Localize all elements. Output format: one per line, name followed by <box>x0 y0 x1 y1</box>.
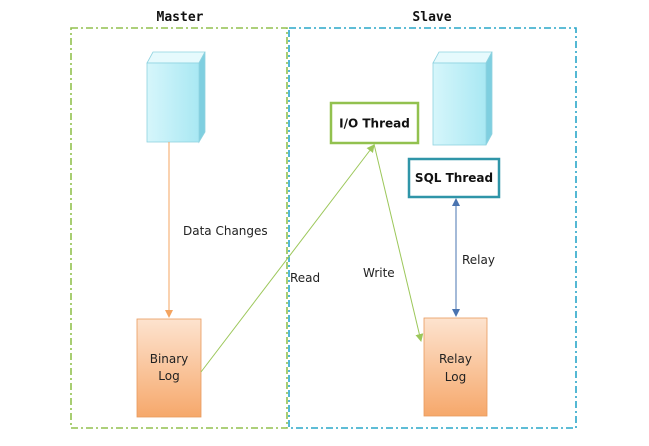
relay-label: Relay <box>462 253 495 267</box>
data-changes-label: Data Changes <box>183 224 268 238</box>
relay-log-label-line2: Log <box>445 370 466 384</box>
master-region <box>70 27 288 429</box>
relay-log-box: Relay Log <box>423 317 488 417</box>
write-arrow <box>373 143 424 342</box>
slave-title: Slave <box>412 10 451 25</box>
io-thread-box: I/O Thread <box>329 101 420 145</box>
binary-log-box: Binary Log <box>136 318 202 418</box>
read-label: Read <box>290 271 320 285</box>
write-label: Write <box>363 266 395 280</box>
binary-log-label-line1: Binary <box>150 352 189 366</box>
sql-thread-label: SQL Thread <box>415 171 493 185</box>
io-thread-label: I/O Thread <box>339 117 410 131</box>
master-title: Master <box>157 10 204 25</box>
sql-thread-box: SQL Thread <box>407 157 501 199</box>
slave-region <box>288 27 577 429</box>
slave-server-icon <box>432 51 493 146</box>
read-arrow <box>200 144 375 373</box>
binary-log-label-line2: Log <box>158 369 179 383</box>
relay-log-label-line1: Relay <box>439 352 472 366</box>
master-server-icon <box>146 51 206 144</box>
